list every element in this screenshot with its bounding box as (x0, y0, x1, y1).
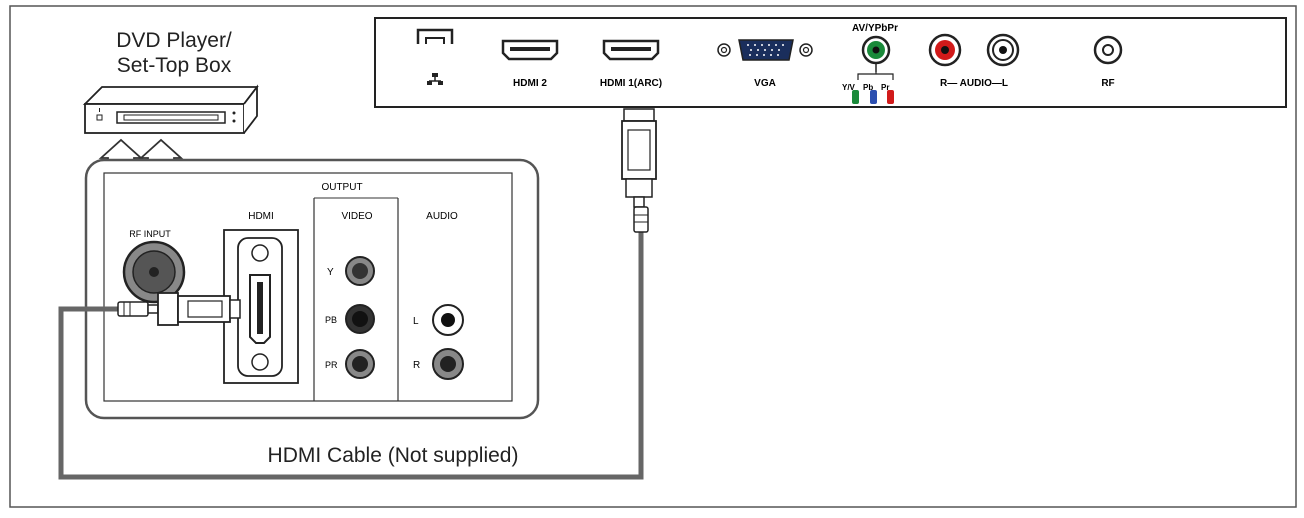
audio-r-output-jack (432, 348, 464, 380)
source-panel: OUTPUT RF INPUT HDMI VIDEO AUDIO (84, 158, 540, 420)
l-label: L (413, 316, 419, 327)
av-label: AV/YPbPr (852, 23, 898, 34)
av-sub-pr: Pr (881, 83, 889, 92)
hdmi-plug-tv (621, 108, 657, 233)
video-label: VIDEO (341, 211, 372, 222)
video-pb-jack (345, 304, 375, 334)
audio-l-jack (986, 33, 1020, 67)
av-jack (852, 35, 894, 104)
audio-r-jack (928, 33, 962, 67)
rf-input-jack (122, 240, 186, 304)
r-label: R (413, 360, 420, 371)
rf-label: RF (1101, 78, 1114, 89)
audio-label: R— AUDIO—L (940, 78, 1008, 89)
hdmi1-port (602, 39, 660, 61)
device-title-line2: Set-Top Box (117, 54, 232, 77)
av-sub-y: Y/V (842, 83, 856, 92)
outer-frame (9, 5, 1297, 508)
hdmi2-label: HDMI 2 (513, 78, 547, 89)
vga-port (717, 39, 813, 61)
vga-label: VGA (754, 78, 776, 89)
cable-caption: HDMI Cable (Not supplied) (268, 444, 519, 467)
av-sub-pb: Pb (863, 83, 873, 92)
pb-label: PB (325, 315, 337, 325)
y-label: Y (327, 267, 334, 278)
hdmi-label: HDMI (248, 211, 274, 222)
audio-l-output-jack (432, 304, 464, 336)
hdmi1-label: HDMI 1(ARC) (600, 78, 662, 89)
pr-label: PR (325, 360, 338, 370)
rf-jack (1093, 35, 1123, 65)
video-y-jack (345, 256, 375, 286)
tv-panel: HDMI 2 HDMI 1(ARC) VGA AV/YPbPr (374, 17, 1287, 108)
rf-input-label: RF INPUT (129, 229, 171, 239)
hdmi-cable (58, 108, 657, 480)
dvd-player-icon (82, 84, 259, 134)
hdmi2-port (501, 39, 559, 61)
lan-port (416, 28, 454, 85)
network-icon (427, 73, 443, 85)
hdmi-plug-source (117, 292, 241, 326)
video-pr-jack (345, 349, 375, 379)
audio-section-label: AUDIO (426, 211, 458, 222)
output-label: OUTPUT (321, 182, 362, 193)
device-title-line1: DVD Player/ (116, 29, 232, 52)
